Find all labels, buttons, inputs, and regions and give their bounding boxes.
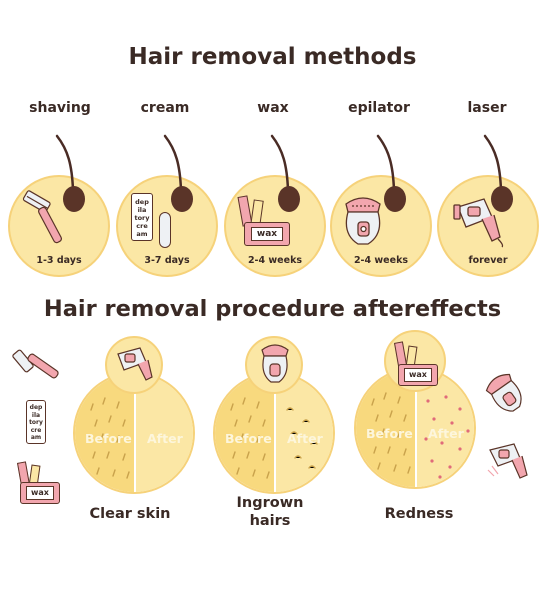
tool-badge-clear-skin bbox=[105, 336, 163, 394]
result-label-clear-skin: Clear skin bbox=[89, 506, 171, 522]
hair-strand-laser bbox=[483, 134, 503, 192]
follicle-wax bbox=[278, 186, 300, 212]
before-half bbox=[75, 374, 134, 492]
aftereffect-circle-ingrown-hairs: Before After bbox=[213, 372, 335, 494]
cream-label-line: am bbox=[136, 230, 148, 238]
cream-label-line: cre bbox=[30, 426, 42, 434]
before-half bbox=[215, 374, 274, 492]
wax-label: wax bbox=[404, 368, 432, 382]
before-label: Before bbox=[85, 431, 132, 446]
follicle-cream bbox=[171, 186, 193, 212]
cream-label-line: tory bbox=[134, 214, 150, 222]
cream-label-line: dep bbox=[135, 198, 149, 206]
cream-label-line: ila bbox=[137, 206, 147, 214]
follicle-shaving bbox=[63, 186, 85, 212]
before-label: Before bbox=[366, 426, 413, 441]
hair-stubble bbox=[367, 392, 470, 479]
laser-device-icon bbox=[487, 443, 528, 479]
razor-icon bbox=[22, 190, 62, 244]
follicle-laser bbox=[491, 186, 513, 212]
cream-label-line: ila bbox=[31, 411, 41, 419]
method-label-cream: cream bbox=[140, 100, 190, 116]
laser-device-icon bbox=[453, 198, 504, 248]
epilator-icon bbox=[485, 373, 522, 412]
duration-epilator: 2-4 weeks bbox=[353, 255, 409, 266]
method-circle-shaving bbox=[8, 175, 110, 277]
epilator-icon bbox=[345, 197, 381, 245]
wax-icon: wax bbox=[20, 482, 60, 504]
method-label-shaving: shaving bbox=[29, 100, 91, 116]
hair-strand-cream bbox=[163, 134, 183, 192]
result-label-redness: Redness bbox=[384, 506, 454, 522]
hair-strands bbox=[55, 134, 513, 212]
after-half bbox=[134, 374, 193, 492]
hair-strand-epilator bbox=[376, 134, 396, 192]
cream-label-line: am bbox=[30, 434, 42, 441]
after-label: After bbox=[287, 431, 323, 446]
epilator-icon bbox=[261, 344, 289, 383]
cream-label-line: tory bbox=[29, 419, 43, 426]
duration-wax: 2-4 weeks bbox=[247, 255, 303, 266]
follicle-epilator bbox=[384, 186, 406, 212]
depilatory-cream-icon: dep ila tory cre am bbox=[26, 400, 46, 444]
methods-title: Hair removal methods bbox=[128, 44, 417, 70]
wax-icon: wax bbox=[398, 364, 438, 386]
wax-label: wax bbox=[26, 486, 54, 500]
before-label: Before bbox=[225, 431, 272, 446]
aftereffects-title: Hair removal procedure aftereffects bbox=[43, 296, 502, 322]
wax-label: wax bbox=[251, 227, 283, 241]
depilatory-cream-icon: dep ila tory cre am bbox=[131, 193, 153, 241]
method-circle-epilator bbox=[330, 175, 432, 277]
redness-dots bbox=[424, 395, 470, 479]
hair-stubble bbox=[226, 397, 318, 479]
laser-device-icon bbox=[117, 347, 153, 381]
hair-strand-shaving bbox=[55, 134, 75, 192]
method-label-laser: laser bbox=[467, 100, 507, 116]
method-label-wax: wax bbox=[257, 100, 289, 116]
after-label: After bbox=[428, 426, 464, 441]
hair-strand-wax bbox=[270, 134, 290, 192]
result-label-ingrown-hairs: Ingrown hairs bbox=[236, 495, 304, 529]
after-half bbox=[274, 374, 333, 492]
duration-laser: forever bbox=[468, 255, 508, 266]
duration-shaving: 1-3 days bbox=[36, 255, 82, 266]
wax-icon: wax bbox=[244, 222, 290, 246]
hair-stubble bbox=[86, 397, 130, 479]
aftereffect-circle-clear-skin: Before After bbox=[73, 372, 195, 494]
razor-icon bbox=[12, 349, 59, 379]
cream-label-line: cre bbox=[136, 222, 148, 230]
duration-cream: 3-7 days bbox=[144, 255, 190, 266]
method-label-epilator: epilator bbox=[348, 100, 410, 116]
cream-label-line: dep bbox=[29, 404, 43, 411]
spatula-icon bbox=[159, 212, 171, 248]
after-label: After bbox=[147, 431, 183, 446]
